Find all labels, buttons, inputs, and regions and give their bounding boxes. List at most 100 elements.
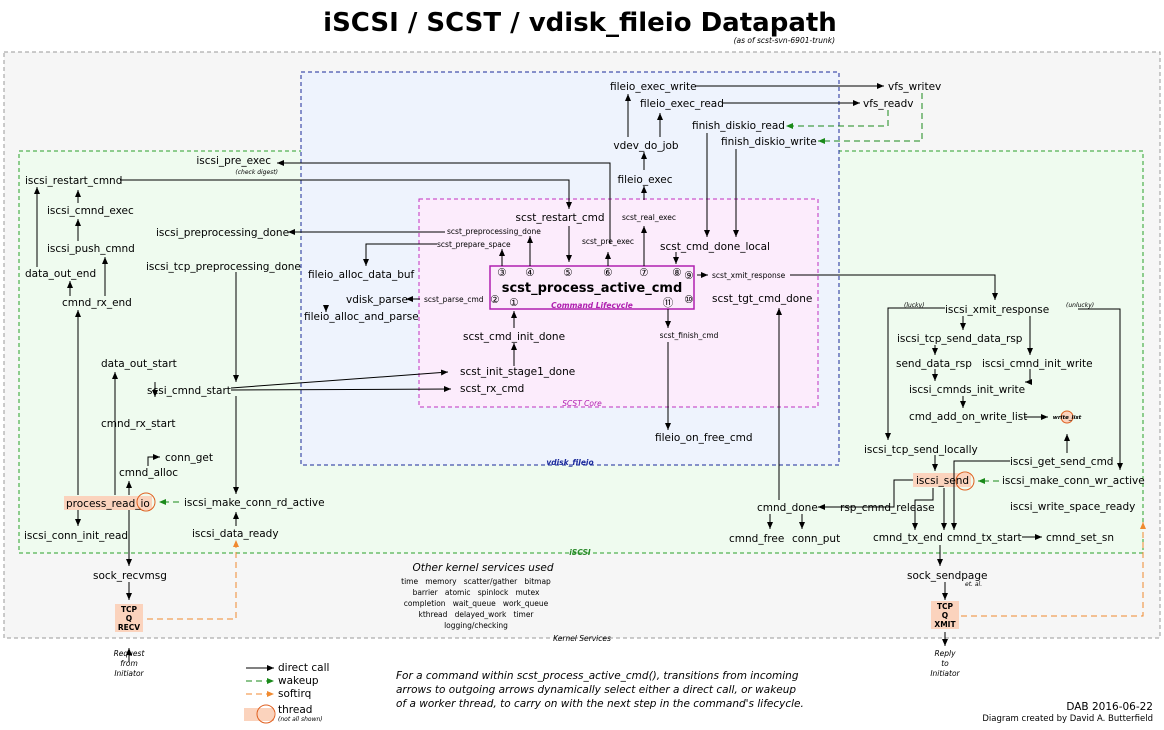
request-line-2: from [120, 659, 138, 668]
credit-date: DAB 2016-06-22 [1066, 701, 1153, 713]
services-row-4: kthread delayed_work timer [418, 610, 534, 619]
node-fileio-alloc-data-buf: fileio_alloc_data_buf [308, 269, 415, 281]
marker-5: ⑤ [563, 267, 572, 279]
node-fileio-exec-write: fileio_exec_write [610, 81, 697, 93]
diagram-title: iSCSI / SCST / vdisk_fileio Datapath [323, 8, 837, 38]
node-scst-prepare-space: scst_prepare_space [437, 240, 511, 249]
node-scst-rx-cmd: scst_rx_cmd [460, 383, 524, 395]
marker-6: ⑥ [603, 267, 612, 279]
tcp-xmit-3: XMIT [934, 620, 956, 629]
note-line-2: arrows to outgoing arrows dynamically se… [396, 684, 796, 696]
node-scst-cmd-done-local: scst_cmd_done_local [660, 241, 770, 253]
node-scst-finish-cmd: scst_finish_cmd [660, 331, 719, 340]
node-iscsi-tcp-send-data-rsp: iscsi_tcp_send_data_rsp [897, 333, 1023, 345]
node-rsp-cmnd-release: rsp_cmnd_release [840, 502, 935, 514]
kernel-label: Kernel Services [553, 634, 611, 643]
process-active-cmd: scst_process_active_cmd [502, 281, 683, 296]
node-fileio-exec-read: fileio_exec_read [640, 98, 724, 110]
node-scst-restart-cmd: scst_restart_cmd [516, 212, 605, 224]
write-list-queue [1060, 410, 1074, 424]
legend-thread-circle [256, 704, 276, 724]
legend-thread-swatch [244, 708, 274, 721]
node-scst-preprocessing-done: scst_preprocessing_done [447, 227, 541, 236]
node-et-al: et. al. [965, 581, 982, 588]
node-vfs-writev: vfs_writev [888, 81, 941, 93]
note-line-1: For a command within scst_process_active… [396, 670, 799, 682]
iscsi-label: iSCSI [569, 548, 591, 557]
marker-4: ④ [525, 267, 534, 279]
node-iscsi-get-send-cmd: iscsi_get_send_cmd [1010, 456, 1113, 468]
node-conn-put: conn_put [792, 533, 840, 545]
tcp-xmit-box [931, 601, 959, 629]
node-scst-init-stage1-done: scst_init_stage1_done [460, 366, 575, 378]
node-iscsi-conn-init-read: iscsi_conn_init_read [24, 530, 128, 542]
node-cmnd-rx-end: cmnd_rx_end [62, 297, 132, 309]
node-scst-parse-cmd: scst_parse_cmd [424, 295, 484, 304]
marker-3: ③ [497, 267, 506, 279]
node-iscsi-preprocessing-done: iscsi_preprocessing_done [156, 227, 289, 239]
node-iscsi-write-space-ready: iscsi_write_space_ready [1010, 501, 1135, 513]
services-row-1: time memory scatter/gather bitmap [401, 577, 551, 586]
services-row-3: completion wait_queue work_queue [404, 599, 549, 608]
vdisk-label: vdisk_fileio [546, 458, 593, 467]
node-iscsi-pre-exec: iscsi_pre_exec [196, 155, 271, 167]
node-iscsi-make-conn-wr-active: iscsi_make_conn_wr_active [1002, 475, 1145, 487]
node-iscsi-data-ready: iscsi_data_ready [192, 528, 279, 540]
marker-11: ⑪ [663, 297, 674, 309]
node-scst-xmit-response: scst_xmit_response [712, 271, 786, 280]
node-iscsi-push-cmnd: iscsi_push_cmnd [47, 243, 135, 255]
legend-direct: direct call [278, 662, 329, 674]
node-process-read-io: process_read_io [66, 498, 150, 510]
node-cmd-add-on-write-list: cmd_add_on_write_list [909, 411, 1027, 423]
node-vdev-do-job: vdev_do_job [613, 140, 678, 152]
node-finish-diskio-write: finish_diskio_write [721, 136, 817, 148]
services-title: Other kernel services used [412, 562, 553, 574]
tcp-xmit-2: Q [942, 611, 948, 620]
node-iscsi-xmit-response: iscsi_xmit_response [945, 304, 1049, 316]
services-row-2: barrier atomic spinlock mutex [413, 588, 540, 597]
node-iscsi-restart-cmnd: iscsi_restart_cmnd [25, 175, 122, 187]
reply-line-3: Initiator [930, 669, 960, 678]
reply-line-2: to [941, 659, 949, 668]
legend: direct call wakeup softirq thread (not a… [244, 662, 329, 724]
node-cmnd-tx-end: cmnd_tx_end [873, 532, 943, 544]
marker-7: ⑦ [639, 267, 648, 279]
node-cmnd-tx-start: cmnd_tx_start [947, 532, 1022, 544]
node-fileio-on-free-cmd: fileio_on_free_cmd [655, 432, 753, 444]
node-scst-tgt-cmd-done: scst_tgt_cmd_done [712, 293, 812, 305]
node-iscsi-cmnd-exec: iscsi_cmnd_exec [47, 205, 134, 217]
thread-circle-read [136, 492, 156, 512]
note-line-3: of a worker thread, to carry on with the… [396, 698, 804, 710]
node-sock-recvmsg: sock_recvmsg [93, 570, 167, 582]
node-scsi-cmnd-start: scsi_cmnd_start [147, 385, 231, 397]
node-cmnd-done: cmnd_done [757, 502, 818, 514]
lifecycle-box [489, 265, 695, 310]
tcp-recv-2: Q [126, 614, 132, 623]
tcp-xmit-1: TCP [937, 602, 954, 611]
diagram-subtitle: (as of scst-svn-6901-trunk) [734, 36, 835, 45]
marker-9: ⑨ [684, 270, 693, 282]
node-scst-cmd-init-done: scst_cmd_init_done [463, 331, 565, 343]
services-row-5: logging/checking [444, 621, 508, 630]
node-iscsi-cmnd-init-write: iscsi_cmnd_init_write [982, 358, 1093, 370]
node-unlucky: (unlucky) [1066, 302, 1094, 309]
node-iscsi-cmnds-init-write: iscsi_cmnds_init_write [909, 384, 1025, 396]
marker-1: ① [509, 297, 518, 309]
node-lucky: (lucky) [904, 302, 924, 309]
lifecycle-label: Command Lifecycle [551, 301, 633, 310]
node-send-data-rsp: send_data_rsp [896, 358, 972, 370]
node-scst-pre-exec: scst_pre_exec [582, 237, 634, 246]
node-data-out-end: data_out_end [25, 268, 96, 280]
reply-line-1: Reply [934, 649, 956, 658]
legend-wakeup: wakeup [278, 675, 319, 687]
node-conn-get: conn_get [165, 452, 213, 464]
credit-author: Diagram created by David A. Butterfield [982, 714, 1153, 724]
legend-softirq: softirq [278, 688, 311, 700]
node-fileio-alloc-and-parse: fileio_alloc_and_parse [304, 311, 419, 323]
node-iscsi-make-conn-rd-active: iscsi_make_conn_rd_active [184, 497, 325, 509]
node-check-digest: (check digest) [235, 169, 278, 176]
tcp-recv-box [115, 604, 143, 632]
tcp-recv-3: RECV [118, 623, 140, 632]
node-data-out-start: data_out_start [101, 358, 177, 370]
